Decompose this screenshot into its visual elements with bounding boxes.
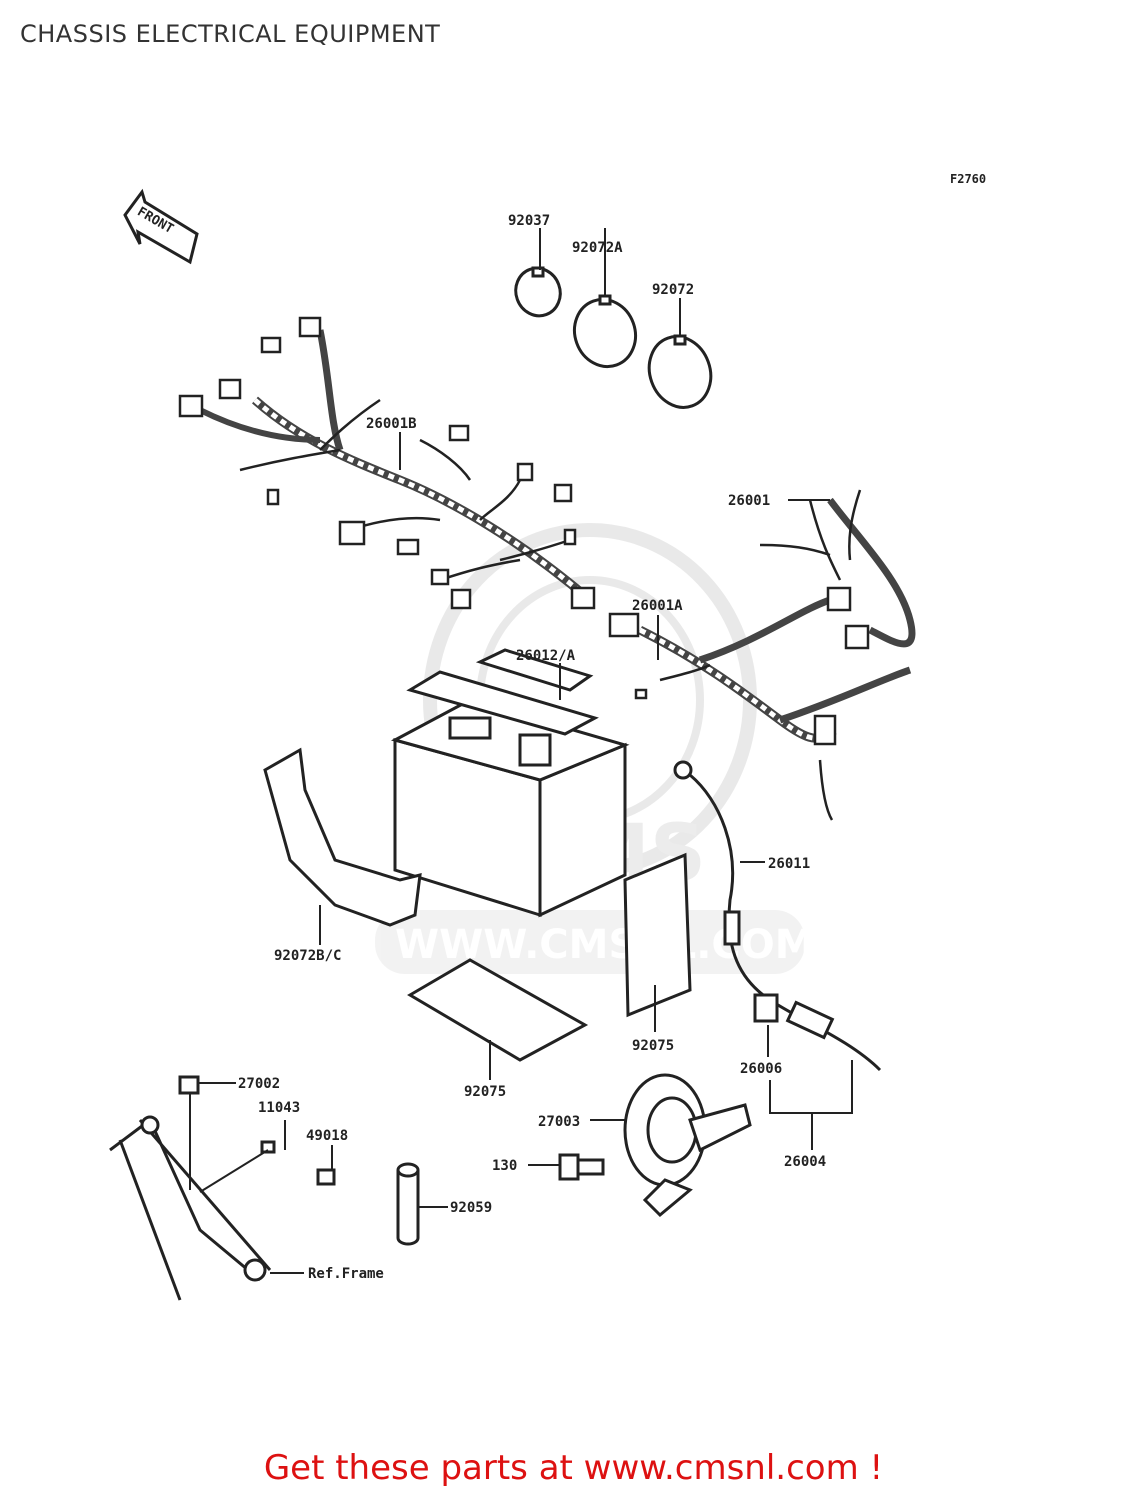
cable-26011: [673, 760, 882, 1072]
part-label-26011: 26011: [768, 856, 810, 872]
part-label-92075-pad-flat: 92075: [464, 1084, 506, 1100]
part-label-26001b: 26001B: [366, 416, 417, 432]
part-label-26001a: 26001A: [632, 598, 683, 614]
battery-pads: [407, 852, 692, 1062]
harness-26001: [608, 489, 916, 821]
footer-link[interactable]: Get these parts at www.cmsnl.com !: [263, 1448, 884, 1488]
part-label-92072a: 92072A: [572, 240, 623, 256]
part-label-27003: 27003: [538, 1114, 580, 1130]
part-label-49018: 49018: [306, 1128, 348, 1144]
frame-fragment: [109, 1075, 336, 1301]
front-arrow-icon: FRONT: [123, 188, 199, 265]
part-label-ref-frame: Ref.Frame: [308, 1266, 384, 1282]
leader-lines: [189, 228, 853, 1274]
battery-strap: [263, 747, 422, 927]
clamp-bands: [514, 266, 713, 409]
figure-code: F2760: [950, 172, 987, 186]
part-label-26006: 26006: [740, 1061, 782, 1077]
part-label-92075-pad-upright: 92075: [632, 1038, 674, 1054]
bolt: [558, 1153, 605, 1181]
collar: [396, 1162, 420, 1246]
part-label-92037: 92037: [508, 213, 550, 229]
watermark-url-text: WWW.CMSNL.COM: [395, 922, 815, 968]
battery: [390, 648, 630, 918]
part-label-26004: 26004: [784, 1154, 826, 1170]
part-label-92072: 92072: [652, 282, 694, 298]
part-label-11043: 11043: [258, 1100, 300, 1116]
part-label-130: 130: [492, 1158, 517, 1174]
part-label-27002: 27002: [238, 1076, 280, 1092]
page-title: CHASSIS ELECTRICAL EQUIPMENT: [20, 20, 441, 48]
horn: [623, 1073, 752, 1218]
part-label-92072bc: 92072B/C: [274, 948, 341, 964]
part-label-92059: 92059: [450, 1200, 492, 1216]
footer: Get these parts at www.cmsnl.com !: [0, 1448, 1147, 1488]
part-label-26001: 26001: [728, 493, 770, 509]
part-label-26012a: 26012/A: [516, 648, 576, 664]
harness-26001b: [178, 316, 596, 610]
part-labels: 92037 92072A 92072 26001B 26001 26001A 2…: [238, 213, 826, 1282]
